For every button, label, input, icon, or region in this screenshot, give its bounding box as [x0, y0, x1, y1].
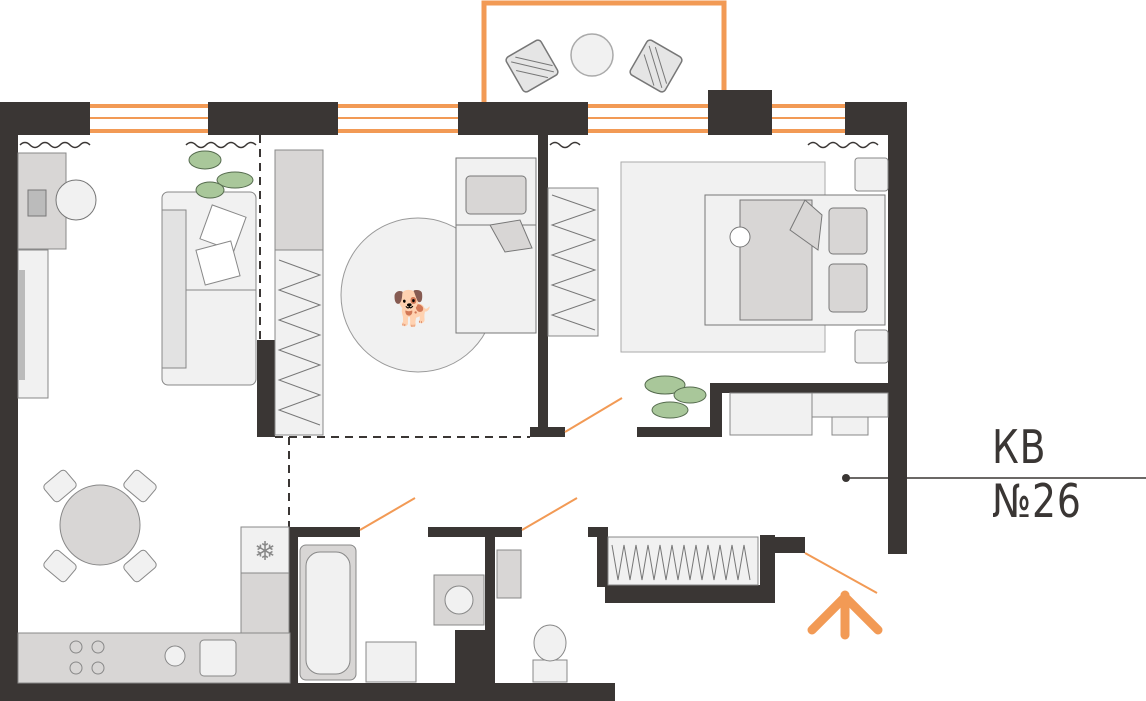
plant [188, 150, 707, 419]
dining-table [43, 469, 157, 583]
doors [359, 397, 878, 594]
kitchen: ❄ [17, 526, 291, 684]
walls [0, 90, 907, 701]
desk [17, 152, 97, 250]
entrance-arrow-icon [807, 590, 883, 640]
sofa [161, 191, 257, 386]
windows [90, 104, 845, 133]
balcony-table [570, 33, 614, 77]
bathroom-fixtures [299, 544, 568, 683]
zone-lines [259, 135, 530, 527]
label-leader [842, 474, 1146, 482]
balcony-chair-left [505, 39, 559, 93]
double-bed [620, 157, 889, 364]
balcony [481, 0, 727, 102]
svg-text:❄: ❄ [254, 536, 276, 566]
hall-wardrobe [607, 536, 759, 586]
curtains [19, 141, 879, 149]
svg-text:🐕: 🐕 [392, 289, 434, 328]
balcony-chair-right [629, 39, 683, 93]
dresser [729, 392, 889, 436]
wardrobe [274, 149, 599, 436]
tv-unit [17, 249, 49, 399]
apartment-label: КВ №26 [992, 420, 1082, 528]
single-bed [455, 157, 537, 334]
